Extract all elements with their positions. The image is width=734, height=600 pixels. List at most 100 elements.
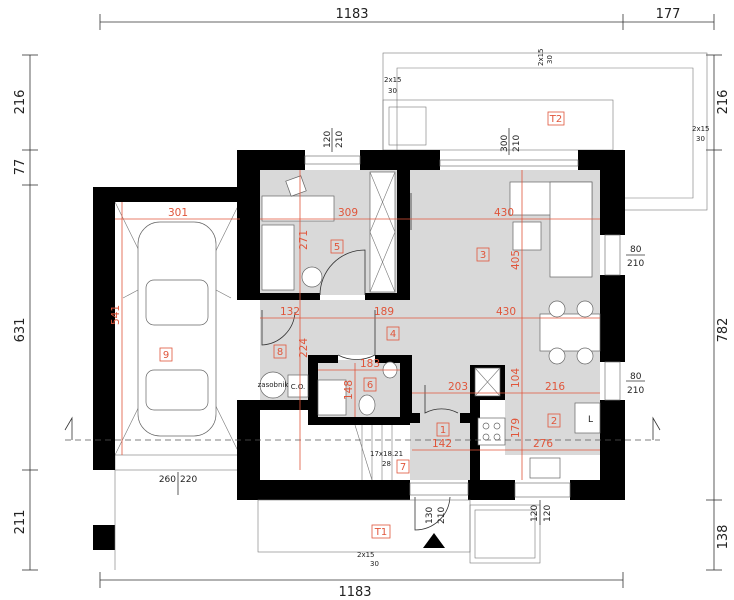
wall-room6-bottom [308, 417, 410, 425]
terrace-t1 [114, 470, 541, 570]
wall-room1-right [470, 365, 480, 500]
round-table-icon [301, 266, 323, 288]
window-kitchen-height: 120 [543, 505, 553, 522]
dim-left-1: 216 [13, 90, 28, 115]
steps-label-2b: 30 [546, 55, 554, 64]
fridge-icon [574, 402, 601, 434]
dim-room6-width: 183 [360, 358, 380, 370]
boiler-tank-label: zasobnik [258, 381, 290, 389]
dim-room5-width: 309 [338, 207, 358, 219]
room-label-t2-box [547, 111, 565, 126]
room-dimension-lines [115, 170, 600, 480]
garage [114, 201, 241, 471]
dim-kitchen-depth: 179 [510, 418, 522, 438]
wall-right-2 [600, 275, 625, 362]
dim-room3-depth: 405 [510, 250, 522, 270]
steps-label-3: 2x15 [692, 125, 710, 133]
room-label-7: 7 [400, 462, 406, 473]
dim-room8-depth: 224 [298, 338, 310, 358]
entrance-arrow-icon [423, 533, 445, 548]
terrace-t2 [382, 52, 708, 211]
entrance-door-width: 130 [425, 507, 435, 524]
wall-room8-bottom [260, 400, 310, 410]
room-label-t1-box [371, 524, 391, 539]
wall-pillar [93, 525, 115, 550]
steps-label-2: 2x15 [537, 48, 545, 66]
wall-top-1 [237, 150, 305, 170]
wall-room6-top-a [308, 355, 338, 363]
window-room5-width: 120 [323, 131, 333, 148]
stairs-step-depth: 28 [382, 460, 391, 468]
window-kitchen-width: 120 [530, 505, 540, 522]
shower-icon [317, 379, 347, 416]
dim-kitchen-width: 276 [533, 438, 553, 450]
dim-top-terrace: 177 [656, 7, 681, 22]
window-right-2-height: 210 [627, 386, 644, 396]
room-label-6: 6 [367, 380, 373, 391]
windows [304, 155, 621, 498]
stairs [354, 424, 393, 481]
furniture [259, 171, 601, 479]
coffee-table-icon [512, 221, 542, 251]
room-label-2: 2 [551, 416, 557, 427]
dim-top-main: 1183 [335, 7, 368, 22]
room-label-8: 8 [277, 347, 283, 358]
entrance-door-height: 210 [437, 507, 447, 524]
wall-room5-3 [397, 170, 410, 300]
chair-icon [285, 175, 307, 197]
fridge-label: L [588, 415, 593, 425]
garage-door-width: 260 [159, 475, 176, 485]
boiler-tank-icon [259, 371, 287, 399]
wall-bottom-1 [237, 480, 410, 500]
doors [261, 193, 459, 531]
wall-room5-bottom-b [365, 293, 410, 300]
dim-kitchen-depth-top: 104 [510, 368, 522, 388]
wall-bottom-3 [570, 480, 625, 500]
steps-label-3b: 30 [696, 135, 705, 143]
room-label-3: 3 [480, 250, 486, 261]
wall-garage-top [93, 187, 243, 202]
dim-left-3: 631 [13, 318, 28, 343]
window-terrace-height: 210 [512, 135, 522, 152]
wall-room1-top-b [460, 413, 476, 423]
room-label-4: 4 [390, 329, 396, 340]
window-right-1-height: 210 [627, 259, 644, 269]
dim-room1-width: 142 [432, 438, 452, 450]
wall-room5-left [237, 150, 260, 300]
heating-label: C.O. [291, 383, 306, 391]
dim-right-2: 782 [716, 318, 731, 343]
dim-kitchen-width-top: 216 [545, 381, 565, 393]
dim-left-4: 211 [13, 510, 28, 535]
room-label-1: 1 [440, 425, 446, 436]
wardrobe-icon [369, 171, 396, 293]
toilet-icon [358, 394, 376, 416]
garage-door-height: 220 [180, 475, 197, 485]
section-marker-right-icon [652, 416, 661, 440]
dim-right-3: 138 [716, 525, 731, 550]
desk-icon [261, 195, 335, 222]
room-label-t2: T2 [549, 114, 562, 125]
window-right-2-width: 80 [630, 372, 642, 382]
wall-right-1 [600, 150, 625, 235]
window-room5-height: 210 [335, 131, 345, 148]
room-number-boxes [159, 239, 561, 474]
room-label-5: 5 [334, 242, 340, 253]
wall-room6-left [308, 355, 318, 423]
dim-room4-width: 189 [374, 306, 394, 318]
car-icon [122, 221, 232, 437]
dim-room3-width-mid: 430 [496, 306, 516, 318]
dim-right-1: 216 [716, 90, 731, 115]
steps-label-1: 2x15 [384, 76, 402, 84]
wall-room1-top-a [410, 413, 420, 423]
dining-table-icon [539, 313, 601, 352]
heating-unit-icon [287, 374, 309, 398]
steps-label-4b: 30 [370, 560, 379, 568]
dim-room6-depth: 148 [343, 380, 355, 400]
room-label-9: 9 [163, 350, 169, 361]
window-right-1-width: 80 [630, 245, 642, 255]
room-label-t1: T1 [374, 527, 387, 538]
steps-label-4: 2x15 [357, 551, 375, 559]
wall-room6-top-b [375, 355, 410, 363]
dim-garage-width: 301 [168, 207, 188, 219]
